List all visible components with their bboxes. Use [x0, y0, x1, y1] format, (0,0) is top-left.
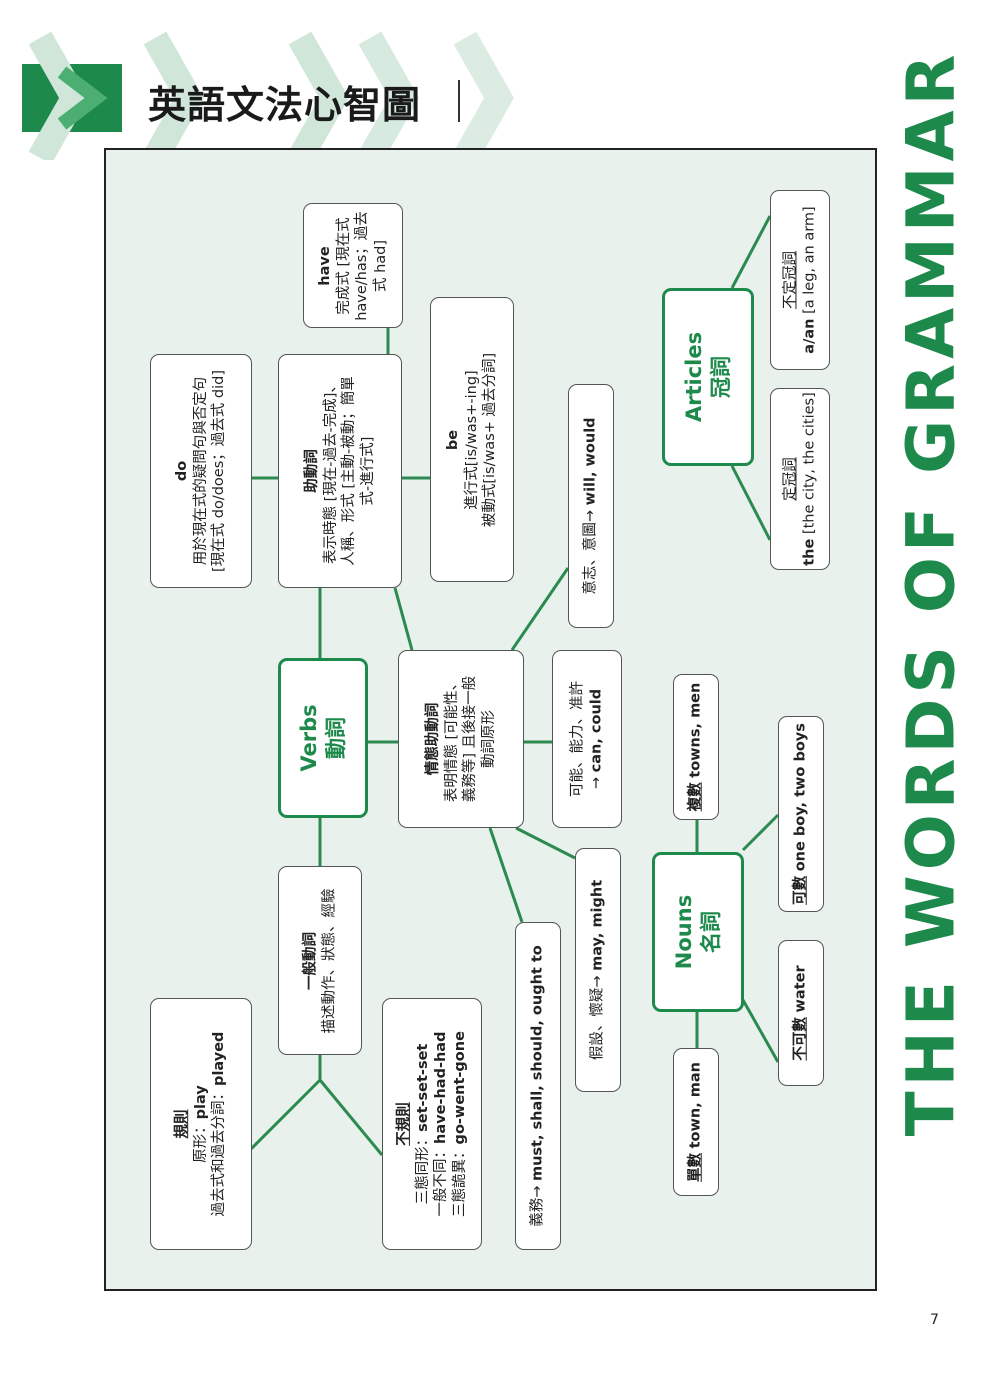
- side-title: THE WORDS OF GRAMMAR: [892, 49, 970, 1136]
- may-node[interactable]: 假設、懷疑→ may, might: [575, 848, 621, 1092]
- irregular-node[interactable]: 不規則 三態同形：set-set-set 一般不同：have-had-had 三…: [382, 998, 482, 1250]
- plural-words: towns, men: [687, 682, 704, 778]
- definite-article-word: the: [801, 538, 817, 566]
- be-line-2: 被動式[is/was+ 過去分詞]: [482, 352, 499, 527]
- auxiliary-line-1: 表示時態 [現在-過去-完成]、: [322, 378, 339, 564]
- regular-node[interactable]: 規則 原形：play 過去式和過去分詞：played: [150, 998, 252, 1250]
- articles-label-en: Articles: [682, 331, 707, 423]
- regular-base-word: play: [192, 1085, 209, 1120]
- irregular-same-label: 三態同形：: [414, 1131, 431, 1205]
- regular-past-word: played: [211, 1031, 228, 1086]
- have-title: have: [316, 245, 333, 286]
- title-divider: [458, 80, 460, 122]
- general-verb-title: 一般動詞: [302, 931, 319, 990]
- nouns-label-zh: 名詞: [699, 911, 723, 953]
- countable-words: one boy, two boys: [792, 723, 809, 872]
- definite-article-example: [the city, the cities]: [801, 392, 817, 539]
- uncountable-words: water: [792, 965, 809, 1013]
- verbs-node[interactable]: Verbs 動詞: [278, 658, 368, 818]
- modal-title: 情態助動詞: [424, 702, 441, 776]
- auxiliary-line-3: 式-進行式]: [359, 436, 376, 506]
- will-words: will, would: [582, 417, 599, 506]
- irregular-diff-label: 一般不同：: [433, 1143, 449, 1217]
- articles-label-zh: 冠詞: [709, 356, 733, 398]
- uncountable-label: 不可數: [792, 1017, 809, 1061]
- can-arrow: →: [588, 772, 604, 790]
- modal-line-1: 表明情態 [可能性、: [443, 675, 460, 803]
- can-node[interactable]: 可能、能力、准許 → can, could: [552, 650, 622, 828]
- will-node[interactable]: 意志、意圖→ will, would: [568, 384, 614, 628]
- can-meaning: 可能、能力、准許: [569, 681, 586, 797]
- header-chevrons: [28, 31, 514, 160]
- do-node[interactable]: do 用於現在式的疑問句與否定句 [現在式 do/does；過去式 did]: [150, 354, 252, 588]
- regular-base-label: 原形：: [192, 1119, 209, 1163]
- be-line-1: 進行式[is/was+-ing]: [463, 369, 480, 510]
- countable-node[interactable]: 可數 one boy, two boys: [778, 716, 824, 912]
- have-line-2: have/has；過去: [354, 210, 370, 321]
- be-title: be: [445, 429, 462, 450]
- irregular-same-word: set-set-set: [414, 1043, 431, 1132]
- irregular-diff-word: have-had-had: [433, 1031, 449, 1144]
- singular-label: 單數: [687, 1153, 704, 1182]
- auxiliary-title: 助動詞: [303, 449, 320, 493]
- plural-node[interactable]: 複數 towns, men: [673, 674, 719, 820]
- singular-node[interactable]: 單數 town, man: [673, 1048, 719, 1196]
- do-line-2: [現在式 do/does；過去式 did]: [211, 370, 228, 572]
- must-node[interactable]: 義務→ must, shall, should, ought to: [515, 922, 561, 1250]
- side-title-area: THE WORDS OF GRAMMAR: [893, 49, 970, 1136]
- nouns-node[interactable]: Nouns 名詞: [652, 852, 744, 1012]
- irregular-odd-word: go-went-gone: [451, 1031, 468, 1145]
- modal-line-3: 動詞原形: [480, 710, 497, 768]
- do-title: do: [174, 460, 191, 482]
- definite-article-title: 定冠詞: [782, 457, 799, 501]
- verbs-label-en: Verbs: [297, 704, 322, 772]
- uncountable-node[interactable]: 不可數 water: [778, 940, 824, 1086]
- can-words: can, could: [588, 688, 604, 773]
- page-number: 7: [930, 1312, 939, 1328]
- may-words: may, might: [589, 879, 606, 971]
- do-line-1: 用於現在式的疑問句與否定句: [192, 376, 209, 566]
- have-line-1: 完成式 [現在式: [335, 216, 352, 315]
- have-node[interactable]: have 完成式 [現在式 have/has；過去 式 had]: [303, 203, 403, 328]
- nouns-label-en: Nouns: [672, 894, 697, 970]
- singular-words: town, man: [687, 1062, 704, 1149]
- will-meaning: 意志、意圖→: [582, 505, 599, 595]
- indefinite-article-node[interactable]: 不定冠詞 a/an [a leg, an arm]: [770, 190, 830, 370]
- indefinite-article-word: a/an: [801, 318, 817, 354]
- may-meaning: 假設、懷疑→: [589, 970, 606, 1061]
- articles-node[interactable]: Articles 冠詞: [662, 288, 754, 466]
- regular-title: 規則: [174, 1109, 191, 1139]
- irregular-odd-label: 三態詭異：: [451, 1144, 468, 1217]
- must-meaning: 義務→: [529, 1181, 546, 1227]
- page-title: 英語文法心智圖: [148, 83, 422, 127]
- countable-label: 可數: [792, 875, 809, 905]
- auxiliary-node[interactable]: 助動詞 表示時態 [現在-過去-完成]、 人稱、形式 [主動-被動；簡單 式-進…: [278, 354, 402, 588]
- definite-article-node[interactable]: 定冠詞 the [the city, the cities]: [770, 388, 830, 570]
- be-node[interactable]: be 進行式[is/was+-ing] 被動式[is/was+ 過去分詞]: [430, 297, 514, 582]
- indefinite-article-example: [a leg, an arm]: [801, 206, 817, 319]
- general-verb-line-1: 描述動作、狀態、經驗: [321, 888, 337, 1033]
- regular-past-label: 過去式和過去分詞：: [211, 1085, 228, 1217]
- auxiliary-line-2: 人稱、形式 [主動-被動；簡單: [341, 376, 357, 566]
- verbs-label-zh: 動詞: [324, 717, 348, 759]
- modal-node[interactable]: 情態助動詞 表明情態 [可能性、 義務等] 且後接一般 動詞原形: [398, 650, 524, 828]
- have-line-3: 式 had]: [372, 239, 389, 292]
- general-verb-node[interactable]: 一般動詞 描述動作、狀態、經驗: [278, 866, 362, 1055]
- irregular-title: 不規則: [395, 1102, 412, 1146]
- indefinite-article-title: 不定冠詞: [782, 251, 799, 309]
- modal-line-2: 義務等] 且後接一般: [462, 675, 478, 803]
- plural-label: 複數: [687, 782, 704, 812]
- must-words: must, shall, should, ought to: [529, 945, 546, 1182]
